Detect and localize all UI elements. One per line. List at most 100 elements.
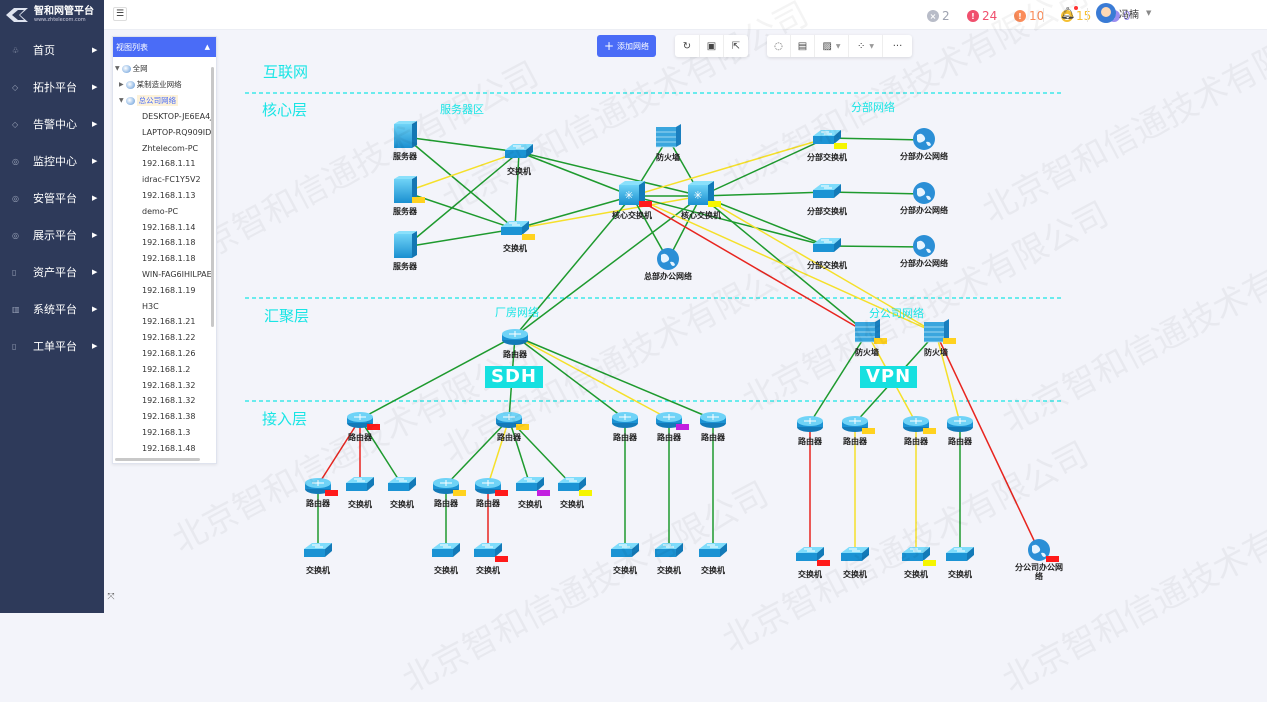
link-core2-frt[interactable]: [514, 195, 702, 337]
firewall-node[interactable]: 防火墙: [924, 319, 956, 357]
caret-down-icon[interactable]: ▼: [119, 97, 124, 104]
loop-button[interactable]: ◌: [767, 35, 791, 57]
link-sw2-core1[interactable]: [514, 195, 633, 230]
link-core1-frt[interactable]: [514, 195, 633, 337]
fullscreen-button[interactable]: ⤧: [104, 590, 118, 604]
router-node[interactable]: 路由器: [700, 412, 726, 442]
layout-button[interactable]: ⁘▼: [849, 35, 883, 57]
device-list-item[interactable]: 192.168.1.18: [142, 254, 196, 264]
sidebar-item-3[interactable]: ◎监控中心▶: [0, 151, 104, 171]
device-list-item[interactable]: 192.168.1.14: [142, 222, 196, 232]
link-r2-a5[interactable]: [487, 418, 510, 486]
link-r1-a1[interactable]: [317, 418, 361, 486]
switch-node[interactable]: 交换机: [611, 543, 639, 575]
device-list-item[interactable]: 192.168.1.18: [142, 238, 196, 248]
link-srv3-sw2[interactable]: [404, 228, 516, 248]
device-list-item[interactable]: 192.168.1.32: [142, 380, 196, 390]
device-list-item[interactable]: Zhtelecom-PC: [142, 143, 199, 153]
switch-node[interactable]: 交换机: [388, 477, 416, 509]
link-core1-fw2[interactable]: [631, 195, 937, 334]
switch-node[interactable]: 交换机: [516, 477, 550, 509]
device-list-item[interactable]: 192.168.1.38: [142, 412, 196, 422]
sidebar-item-6[interactable]: ▯资产平台▶: [0, 262, 104, 282]
link-core2-fw2[interactable]: [700, 195, 937, 334]
link-core1-bsw3[interactable]: [631, 195, 828, 247]
device-list-item[interactable]: 192.168.1.2: [142, 364, 191, 374]
alarm-major[interactable]: !10: [1014, 9, 1044, 23]
switch-node[interactable]: 交换机: [902, 547, 936, 579]
link-bsw1-bnet1[interactable]: [826, 137, 925, 141]
device-list-item[interactable]: demo-PC: [142, 206, 179, 216]
router-node[interactable]: 路由器: [612, 412, 638, 442]
router-node[interactable]: 路由器: [842, 416, 875, 446]
link-sw1-core2[interactable]: [518, 151, 702, 197]
router-node[interactable]: 路由器: [502, 329, 528, 359]
view-list-header[interactable]: 视图列表 ▲: [113, 37, 216, 57]
cloud-node[interactable]: 分部办公网络: [900, 128, 948, 161]
link-sw2-core2[interactable]: [514, 195, 702, 230]
link-fw2-bo[interactable]: [935, 332, 1040, 552]
more-button[interactable]: ···: [883, 35, 912, 57]
switch-node[interactable]: 分部交换机: [807, 184, 847, 216]
switch-node[interactable]: 交换机: [505, 144, 533, 176]
device-list-item[interactable]: 192.168.1.26: [142, 349, 196, 358]
link-bsw3-bnet3[interactable]: [826, 245, 925, 248]
link-srv3-sw1[interactable]: [404, 151, 520, 248]
topology-canvas[interactable]: 服务器服务器服务器交换机交换机防火墙✳核心交换机✳核心交换机总部办公网络分部交换…: [0, 0, 1267, 613]
sidebar-item-7[interactable]: ▥系统平台▶: [0, 299, 104, 319]
vertical-scrollbar[interactable]: [211, 67, 214, 327]
tree-node[interactable]: ▼总公司网络: [119, 95, 179, 106]
save-button[interactable]: ▣: [700, 35, 724, 57]
user-menu[interactable]: 冯楠 ▼: [1096, 3, 1151, 23]
horizontal-scrollbar[interactable]: [115, 458, 200, 461]
router-node[interactable]: 路由器: [305, 478, 338, 508]
sidebar-item-0[interactable]: ♧首页▶: [0, 40, 104, 60]
switch-node[interactable]: 交换机: [841, 547, 869, 579]
copy-button[interactable]: ▤: [791, 35, 815, 57]
device-list-item[interactable]: 192.168.1.21: [142, 317, 196, 327]
server-node[interactable]: 服务器: [393, 121, 418, 161]
switch-node[interactable]: 交换机: [474, 543, 508, 575]
link-frt-r3[interactable]: [514, 335, 626, 420]
sidebar-item-2[interactable]: ◇告警中心▶: [0, 114, 104, 134]
link-core1-bsw1[interactable]: [631, 137, 828, 197]
device-list-item[interactable]: 192.168.1.32: [142, 396, 196, 406]
router-node[interactable]: 路由器: [433, 478, 466, 508]
link-frt-r5[interactable]: [514, 335, 714, 420]
router-node[interactable]: 路由器: [496, 412, 529, 442]
link-sw1-core1[interactable]: [518, 151, 633, 197]
router-node[interactable]: 路由器: [475, 478, 508, 508]
device-list-item[interactable]: 192.168.1.11: [142, 159, 196, 169]
device-list-item[interactable]: idrac-FC1Y5V2: [142, 175, 201, 185]
link-r2-a6[interactable]: [508, 418, 531, 486]
alarm-unknown[interactable]: ×2: [927, 9, 950, 23]
link-r1-a3[interactable]: [359, 418, 403, 486]
notification-button[interactable]: 🔔︎: [1060, 6, 1079, 20]
core-node[interactable]: ✳核心交换机: [612, 181, 652, 220]
firewall-node[interactable]: 防火墙: [855, 319, 887, 357]
tree-node[interactable]: ▼全网: [115, 63, 148, 74]
router-node[interactable]: 路由器: [797, 416, 823, 446]
device-list-item[interactable]: 192.168.1.19: [142, 285, 196, 295]
switch-node[interactable]: 分部交换机: [807, 238, 847, 270]
switch-node[interactable]: 交换机: [346, 477, 374, 509]
device-list-item[interactable]: DESKTOP-JE6EA4J: [142, 112, 213, 121]
server-node[interactable]: 服务器: [393, 231, 418, 271]
switch-node[interactable]: 交换机: [946, 547, 974, 579]
sidebar-item-4[interactable]: ◎安管平台▶: [0, 188, 104, 208]
link-core2-bsw2[interactable]: [700, 191, 828, 197]
link-srv1-sw1[interactable]: [404, 136, 520, 153]
link-core2-bsw3[interactable]: [700, 195, 828, 247]
export-button[interactable]: ⇱: [724, 35, 748, 57]
link-core2-bsw1[interactable]: [700, 137, 828, 197]
core-node[interactable]: ✳核心交换机: [681, 181, 721, 220]
link-fw1-r6[interactable]: [809, 332, 868, 424]
firewall-node[interactable]: 防火墙: [656, 124, 681, 162]
link-frt-r1[interactable]: [359, 335, 516, 420]
link-r2-a4[interactable]: [445, 418, 510, 486]
switch-node[interactable]: 交换机: [699, 543, 727, 575]
link-core1-fw1[interactable]: [631, 195, 868, 334]
device-list-item[interactable]: 192.168.1.22: [142, 333, 196, 343]
cloud-node[interactable]: 分部办公网络: [900, 235, 948, 268]
